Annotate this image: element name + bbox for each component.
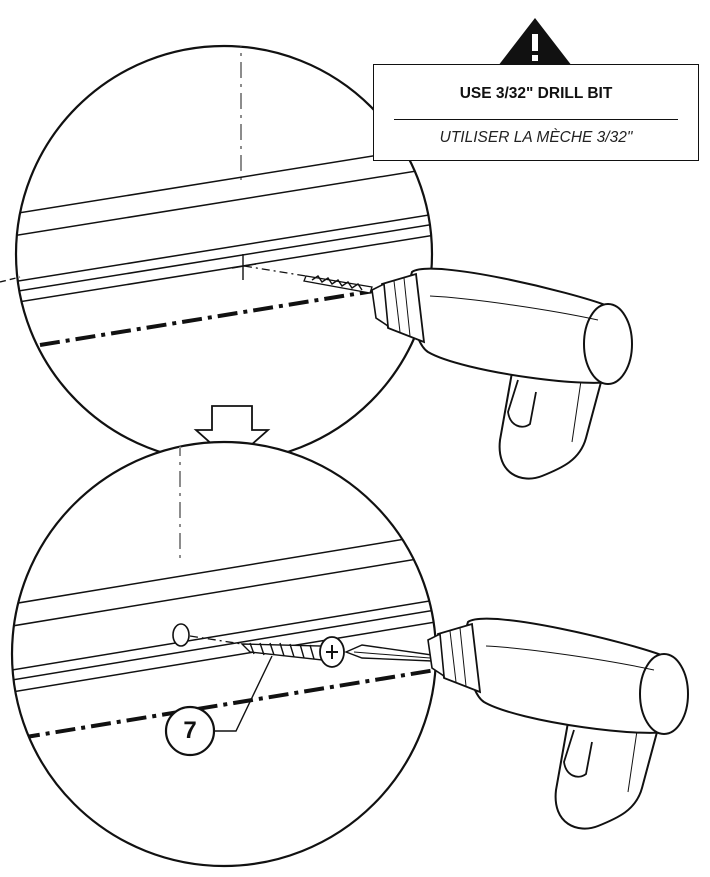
part-number-label: 7 [183, 717, 197, 744]
warning-callout-box: USE 3/32" DRILL BIT UTILISER LA MÈCHE 3/… [373, 64, 699, 161]
callout-divider [394, 119, 678, 120]
drill-bit-icon [303, 275, 373, 294]
pilot-hole [172, 623, 190, 647]
part-leader-line [164, 655, 273, 757]
warning-text-fr: UTILISER LA MÈCHE 3/32" [439, 129, 633, 146]
bottom-rail-section [12, 442, 436, 740]
warning-text-en: USE 3/32" DRILL BIT [459, 85, 613, 102]
drill-icon [371, 267, 633, 480]
warning-triangle-icon [498, 18, 572, 66]
bottom-detail-view [10, 440, 438, 868]
screw-icon [240, 636, 345, 668]
drill-icon [427, 617, 689, 830]
top-detail-view [0, 44, 434, 464]
